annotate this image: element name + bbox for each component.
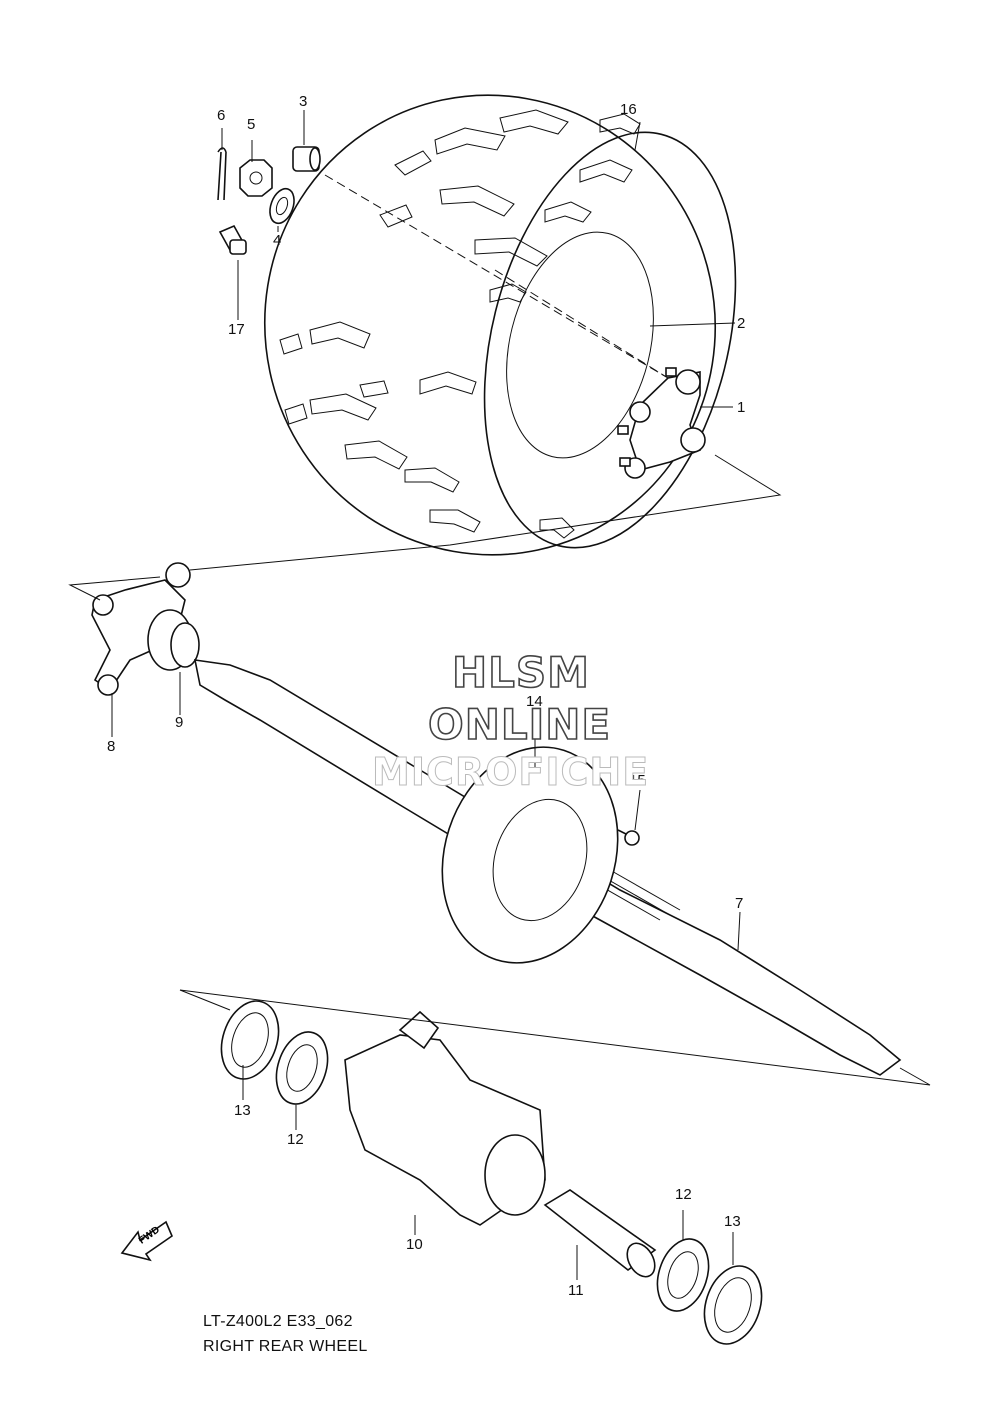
callout-12-left[interactable]: 12 [287, 1131, 304, 1148]
callout-11[interactable]: 11 [568, 1282, 584, 1299]
watermark-line-1: HLSM [451, 647, 590, 698]
watermark-line-2: ONLINE [427, 699, 612, 750]
wheel-hub-part-1[interactable] [617, 367, 706, 479]
callout-1[interactable]: 1 [737, 399, 746, 416]
callout-15[interactable]: 15 [629, 772, 646, 789]
callout-17[interactable]: 17 [228, 321, 245, 338]
bearing-part-12-right[interactable] [649, 1232, 718, 1317]
callout-14[interactable]: 14 [526, 693, 543, 710]
callout-10[interactable]: 10 [406, 1236, 423, 1253]
callout-13-right[interactable]: 13 [724, 1213, 741, 1230]
leader-lines [111, 110, 741, 1280]
callout-8[interactable]: 8 [107, 738, 116, 755]
callout-4[interactable]: 4 [273, 232, 282, 249]
callout-12-right[interactable]: 12 [675, 1186, 692, 1203]
seal-part-13-right[interactable] [695, 1259, 771, 1352]
callout-6[interactable]: 6 [217, 107, 226, 124]
brake-disc-part-14[interactable] [415, 724, 645, 986]
nut-part-5[interactable] [239, 159, 273, 197]
cotter-pin-part-6[interactable] [217, 147, 227, 201]
spacer-part-11[interactable] [543, 1189, 660, 1282]
model-code: LT-Z400L2 E33_062 [203, 1313, 353, 1330]
bolt-part-15[interactable] [617, 829, 640, 846]
diagram-title: RIGHT REAR WHEEL [203, 1338, 368, 1355]
watermark-line-3: MICROFICHE [371, 750, 650, 795]
callout-3[interactable]: 3 [299, 93, 308, 110]
bearing-part-12-left[interactable] [268, 1025, 337, 1110]
callout-7[interactable]: 7 [735, 895, 744, 912]
callout-5[interactable]: 5 [247, 116, 256, 133]
axle-housing-part-10[interactable] [344, 1010, 546, 1226]
fwd-arrow-icon [120, 1220, 173, 1262]
seal-part-9[interactable] [170, 622, 200, 668]
callout-13-left[interactable]: 13 [234, 1102, 251, 1119]
valve-cap-part-3[interactable] [292, 146, 321, 172]
assembly-guide-lines [68, 174, 931, 1086]
seal-part-13-left[interactable] [212, 994, 288, 1087]
callout-16[interactable]: 16 [620, 101, 637, 118]
washer-part-4[interactable] [266, 185, 299, 226]
tire-part-16[interactable] [222, 53, 776, 597]
callout-9[interactable]: 9 [175, 714, 184, 731]
callout-2[interactable]: 2 [737, 315, 746, 332]
valve-part-17[interactable] [218, 224, 247, 255]
